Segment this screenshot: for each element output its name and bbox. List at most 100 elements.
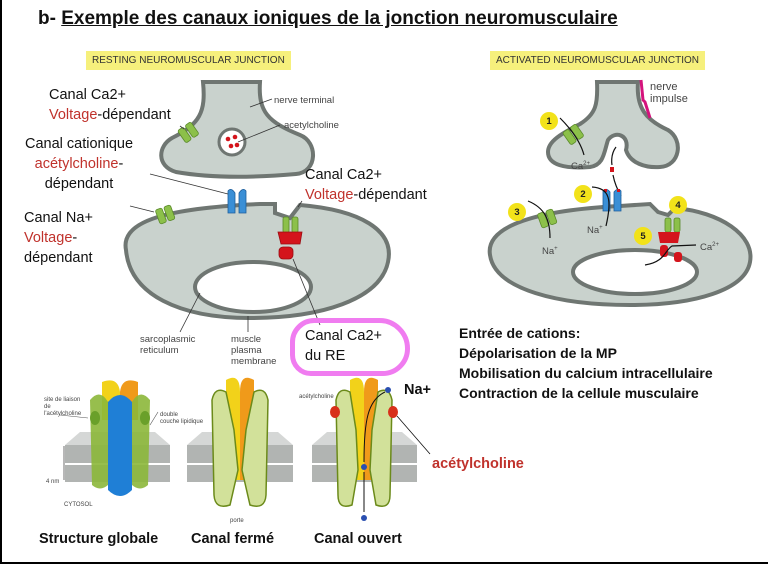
na-channel-step3 bbox=[537, 208, 558, 229]
label-sr-line1: sarcoplasmic bbox=[140, 334, 196, 345]
annotation-ca-channel-nerve: Canal Ca2+ Voltage-dépendant bbox=[49, 85, 171, 125]
annotation-line: Canal Ca2+ bbox=[305, 167, 382, 183]
ion-na-step3: Na+ bbox=[542, 244, 558, 257]
highlight-circle bbox=[290, 318, 410, 376]
label-thickness: 4 nm bbox=[46, 479, 60, 485]
annotation-line: acétylcholine- bbox=[16, 154, 142, 174]
annotation-red: Voltage bbox=[305, 187, 354, 203]
label-line: l'acétylcholine bbox=[44, 411, 82, 417]
ion-text: Na bbox=[542, 246, 555, 258]
annotation-cationic-channel: Canal cationique acétylcholine- dépendan… bbox=[16, 134, 142, 194]
acetylcholine-bound bbox=[388, 406, 398, 418]
ryanodine-receptor bbox=[277, 231, 303, 260]
summary-line: Contraction de la cellule musculaire bbox=[459, 385, 699, 401]
annotation-line: Canal Na+ bbox=[24, 210, 93, 226]
na-channel bbox=[155, 204, 176, 225]
label-acetylcholine-small: acétylcholine bbox=[299, 394, 334, 400]
ion-charge: + bbox=[554, 246, 558, 252]
ion-text: Ca bbox=[700, 242, 713, 254]
step-5-label: 5 bbox=[640, 231, 646, 242]
ion-text: Na bbox=[587, 225, 600, 237]
annotation-red: Voltage bbox=[49, 107, 98, 123]
sarcoplasmic-reticulum bbox=[193, 260, 313, 314]
sarcoplasmic-reticulum-active bbox=[571, 248, 699, 296]
ach-channel-step2 bbox=[602, 188, 622, 212]
caption-global-structure: Structure globale bbox=[39, 531, 159, 547]
acetylcholine-dot bbox=[225, 136, 231, 142]
page-title: b- Exemple des canaux ioniques de la jon… bbox=[38, 8, 618, 30]
annotation-line: dépendant bbox=[24, 250, 93, 266]
label-nerve-terminal: nerve terminal bbox=[274, 95, 335, 106]
caption-open-channel: Canal ouvert bbox=[314, 531, 402, 547]
summary-line: Dépolarisation de la MP bbox=[459, 345, 617, 361]
summary-line: Entrée de cations: bbox=[459, 325, 581, 341]
annotation-dash: - bbox=[118, 156, 124, 172]
channel-open bbox=[330, 377, 431, 521]
ca-channel-nerve bbox=[177, 122, 199, 143]
acetylcholine-dot bbox=[234, 142, 240, 148]
label-acetylcholine: acetylcholine bbox=[284, 120, 339, 131]
label-sr-line2: reticulum bbox=[140, 345, 179, 356]
acetylcholine-bound bbox=[330, 406, 340, 418]
annotation-line: Canal cationique bbox=[24, 136, 134, 152]
label-line: site de liaison bbox=[44, 397, 81, 403]
annotation-line: dépendant bbox=[44, 176, 114, 192]
caption-closed-channel: Canal fermé bbox=[191, 531, 275, 547]
label-line: de bbox=[44, 404, 51, 410]
annotation-line: Canal Ca2+ bbox=[49, 87, 126, 103]
label-nerve: nerve bbox=[650, 81, 678, 93]
sodium-ion bbox=[361, 515, 367, 521]
step-1-label: 1 bbox=[546, 116, 552, 127]
synaptic-vesicle bbox=[217, 127, 247, 157]
annotation-rest: -dépendant bbox=[353, 187, 427, 203]
annotation-red: acétylcholine bbox=[34, 156, 119, 172]
annotation-line: Voltage-dépendant bbox=[305, 185, 427, 205]
resting-banner: RESTING NEUROMUSCULAR JUNCTION bbox=[86, 51, 291, 70]
annotation-line: Voltage-dépendant bbox=[49, 105, 171, 125]
ion-ca-step5: Ca2+ bbox=[700, 240, 719, 253]
annotation-red: Voltage bbox=[24, 230, 73, 246]
annotation-rest: -dépendant bbox=[97, 107, 171, 123]
label-cytosol: CYTOSOL bbox=[64, 502, 93, 508]
ion-charge: 2+ bbox=[583, 161, 590, 167]
label-mm-line1: muscle bbox=[231, 334, 262, 345]
annotation-ca-channel-muscle: Canal Ca2+ Voltage-dépendant bbox=[305, 165, 427, 205]
step-badges bbox=[508, 112, 687, 245]
activated-banner: ACTIVATED NEUROMUSCULAR JUNCTION bbox=[490, 51, 705, 70]
ion-na-step2: Na+ bbox=[587, 223, 603, 236]
label-mm-line3: membrane bbox=[231, 356, 277, 367]
sodium-ion bbox=[385, 387, 391, 393]
ion-text: Ca bbox=[571, 161, 584, 173]
ion-charge: + bbox=[599, 225, 603, 231]
step-4-label: 4 bbox=[675, 200, 681, 211]
annotation-dash: - bbox=[72, 230, 78, 246]
label-line: couche lipidique bbox=[160, 419, 204, 425]
channel-closed bbox=[211, 377, 269, 507]
ryanodine-receptor-step5 bbox=[658, 232, 680, 243]
label-na-plus: Na+ bbox=[404, 382, 432, 398]
label-acetylcholine-highlight: acétylcholine bbox=[432, 456, 524, 472]
ion-charge: 2+ bbox=[712, 242, 719, 248]
annotation-line: Voltage- bbox=[24, 228, 93, 248]
annotation-na-channel: Canal Na+ Voltage- dépendant bbox=[24, 208, 93, 268]
nerve-impulse-arrow bbox=[639, 79, 652, 119]
title-text: Exemple des canaux ioniques de la joncti… bbox=[61, 8, 618, 29]
label-gate: porte bbox=[230, 518, 244, 524]
label-impulse: impulse bbox=[650, 93, 688, 105]
channel-global-structure bbox=[63, 380, 150, 496]
step-3-label: 3 bbox=[514, 207, 520, 218]
acetylcholine-dot bbox=[228, 143, 234, 149]
ach-cationic-channel bbox=[227, 189, 247, 214]
annotation-line: Canal Ca2+ bbox=[305, 328, 382, 344]
acetylcholine-dot bbox=[232, 134, 238, 140]
label-mm-line2: plasma bbox=[231, 345, 262, 356]
